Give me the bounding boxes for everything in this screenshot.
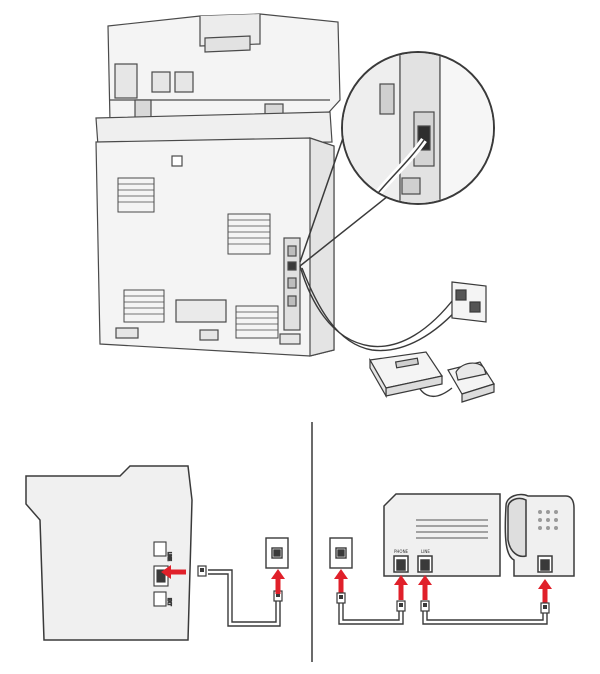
telephone-icon: [447, 361, 495, 403]
answering-machine-icon: [369, 351, 443, 399]
answering-machine-icon: [383, 493, 501, 577]
wall-jack-icon: [329, 537, 353, 569]
red-arrow-icon: [334, 569, 348, 594]
port-label-phone: PHONE: [394, 549, 409, 554]
rj11-plug: [396, 600, 406, 612]
port-label-line: LINE: [421, 549, 430, 554]
wall-jack-icon: [451, 281, 487, 323]
printer-scanner-unit: [107, 13, 341, 125]
bottom-right-cables: [338, 603, 548, 625]
red-arrow-icon: [394, 575, 408, 600]
rj11-plug: [197, 565, 207, 577]
telephone-icon: [504, 493, 575, 577]
printer-main-body: [95, 137, 335, 357]
red-arrow-icon: [271, 569, 285, 594]
printer-icon: [25, 465, 193, 641]
red-arrow-icon: [538, 579, 552, 604]
rj11-plug: [336, 592, 346, 604]
red-arrow-icon: [418, 575, 432, 600]
answering-machine-wiring-diagram: PHONE LINE: [329, 493, 575, 625]
rj11-plug: [420, 600, 430, 612]
printer-to-wall-cable: [208, 569, 281, 627]
wall-jack-icon: [265, 537, 289, 569]
printer-rear-illustration: [95, 13, 495, 403]
printer-wiring-diagram: LINE EXT: [25, 465, 289, 641]
port-label-line: LINE: [167, 552, 172, 561]
rj11-plug: [540, 602, 550, 614]
printer-middle-band: [95, 111, 333, 147]
port-label-ext: EXT: [167, 598, 172, 606]
